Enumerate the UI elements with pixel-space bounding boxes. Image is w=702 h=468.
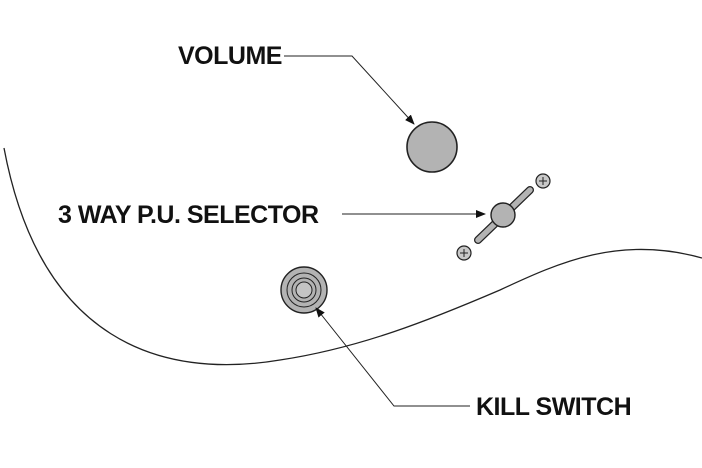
volume-knob-icon xyxy=(406,121,458,173)
push-button-icon xyxy=(280,266,328,314)
toggle-switch-icon xyxy=(474,186,534,244)
guitar-body-outline xyxy=(3,147,702,366)
phillips-screw-icon xyxy=(535,173,551,189)
phillips-screw-icon xyxy=(456,245,472,261)
kill-switch-leader-line xyxy=(315,307,470,407)
volume-label: VOLUME xyxy=(178,42,282,70)
kill-switch-label: KILL SWITCH xyxy=(476,393,631,421)
volume-leader-line xyxy=(284,55,415,125)
selector-label: 3 WAY P.U. SELECTOR xyxy=(58,201,319,229)
